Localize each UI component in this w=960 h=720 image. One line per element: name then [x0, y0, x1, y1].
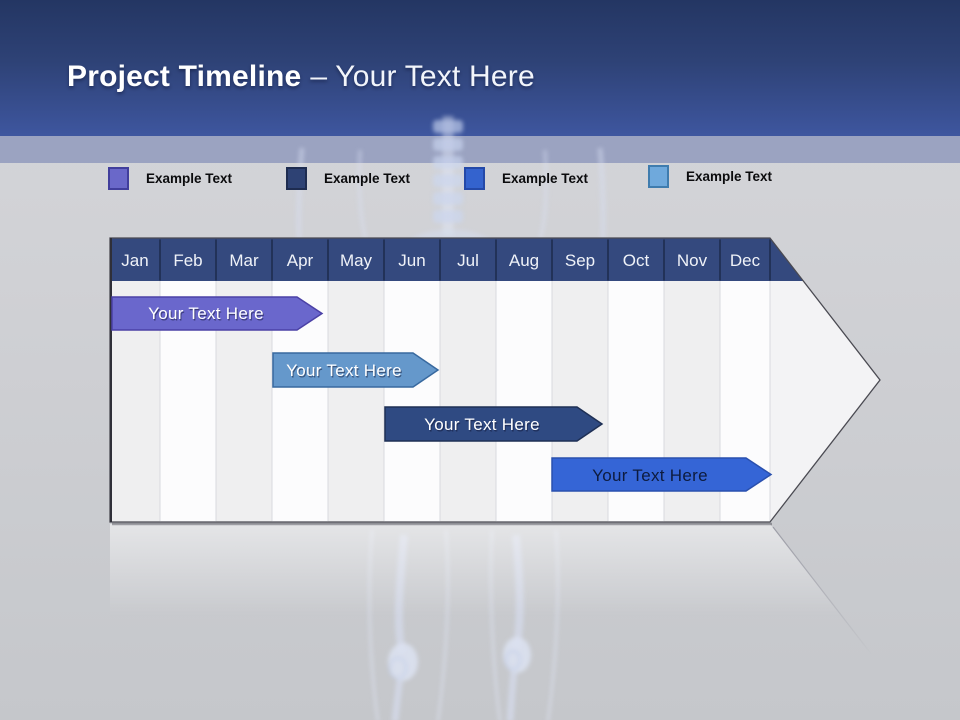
task-arrow-3[interactable]: Your Text Here Your Text Here [384, 406, 604, 442]
task-arrow-1-label: Your Text Here [148, 304, 264, 323]
month-label-jun: Jun [398, 251, 425, 270]
legend-swatch [108, 167, 129, 190]
month-labels: Jan Feb Mar Apr May Jun Jul Aug Sep Oct … [121, 251, 760, 270]
month-label-feb: Feb [173, 251, 202, 270]
task-arrow-2-label: Your Text Here [286, 361, 402, 380]
month-label-nov: Nov [677, 251, 708, 270]
month-label-mar: Mar [229, 251, 259, 270]
month-label-dec: Dec [730, 251, 761, 270]
page-title-light: – Your Text Here [310, 60, 535, 93]
legend-label: Example Text [324, 171, 411, 186]
legend-item-2[interactable]: Example Text [286, 167, 410, 190]
task-label-shadow: Your Text Here [287, 363, 403, 382]
task-arrow-2[interactable]: Your Text Here Your Text Here [272, 352, 440, 388]
table-reflection [110, 524, 880, 720]
legend-label: Example Text [502, 171, 589, 186]
legend-item-4[interactable]: Example Text [648, 165, 772, 188]
legend-label: Example Text [686, 169, 773, 184]
task-label-shadow: Your Text Here [425, 417, 541, 436]
legend-swatch-icon [286, 167, 307, 190]
legend-label: Example Text [146, 171, 233, 186]
legend-swatch-icon [648, 165, 669, 188]
task-arrow-1-shape [111, 296, 324, 331]
divider-band [0, 136, 960, 163]
month-label-apr: Apr [287, 251, 314, 270]
legend-item-1[interactable]: Example Text [108, 167, 232, 190]
page-title-bold: Project Timeline [67, 60, 302, 93]
month-label-sep: Sep [565, 251, 595, 270]
month-header-band [110, 238, 804, 281]
month-label-oct: Oct [623, 251, 650, 270]
legend-swatch-icon [464, 167, 485, 190]
page-title[interactable]: Project Timeline– Your Text Here [67, 60, 535, 94]
legend-swatch [286, 167, 307, 190]
legend-item-3[interactable]: Example Text [464, 167, 588, 190]
task-arrow-4-shape [551, 457, 773, 492]
task-label-shadow: Your Text Here [149, 306, 265, 325]
task-arrow-1[interactable]: Your Text Here Your Text Here [111, 296, 324, 331]
month-label-may: May [340, 251, 373, 270]
month-label-jan: Jan [121, 251, 148, 270]
task-arrow-2-shape [272, 352, 440, 388]
task-arrow-4-label: Your Text Here [592, 466, 708, 485]
task-arrows: Your Text Here Your Text Here Your Text … [111, 296, 773, 492]
task-arrow-3-shape [384, 406, 604, 442]
legend-swatch [464, 167, 485, 190]
month-label-jul: Jul [457, 251, 479, 270]
legend-swatch-icon [108, 167, 129, 190]
column-gridlines [159, 281, 771, 521]
title-band [0, 0, 960, 136]
legend-swatch [648, 165, 669, 188]
task-arrow-4[interactable]: Your Text Here [551, 457, 773, 492]
task-arrow-3-label: Your Text Here [424, 415, 540, 434]
month-label-aug: Aug [509, 251, 539, 270]
header-separators [159, 239, 771, 281]
timeline-table: Jan Feb Mar Apr May Jun Jul Aug Sep Oct … [109, 237, 881, 526]
